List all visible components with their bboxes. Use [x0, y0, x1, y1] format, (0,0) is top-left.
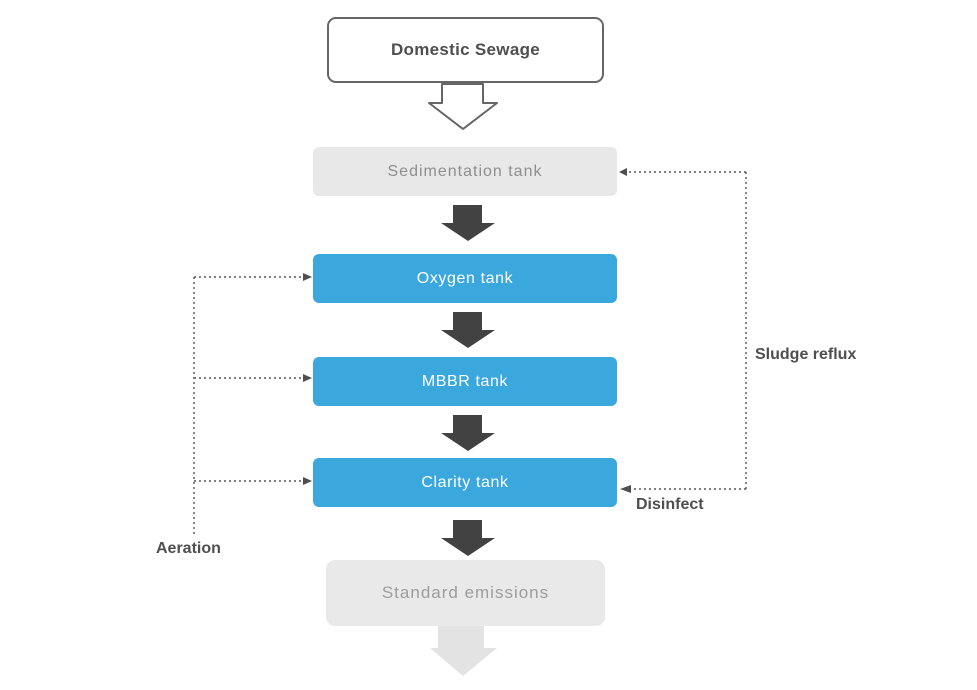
- hollow-down-arrow-icon: [428, 83, 498, 130]
- node-standard-emissions: Standard emissions: [326, 560, 605, 626]
- node-oxygen-tank: Oxygen tank: [313, 254, 617, 303]
- output-down-arrow-icon: [430, 626, 497, 676]
- node-standard-emissions-label: Standard emissions: [381, 583, 550, 602]
- arrowhead-into-oxygen: [303, 273, 312, 281]
- node-clarity-tank-label: Clarity tank: [421, 473, 509, 491]
- node-mbbr-tank: MBBR tank: [313, 357, 617, 406]
- down-arrow-icon-2: [441, 312, 495, 348]
- arrowhead-into-mbbr: [303, 374, 312, 382]
- sludge-reflux-label: Sludge reflux: [755, 346, 857, 363]
- down-arrow-icon-1: [441, 205, 495, 241]
- node-mbbr-tank-label: MBBR tank: [421, 372, 509, 390]
- arrowhead-into-sedimentation: [619, 168, 627, 176]
- down-arrow-icon-3: [441, 415, 495, 451]
- aeration-label: Aeration: [156, 540, 221, 557]
- arrowhead-into-clarity-right: [620, 485, 631, 493]
- node-clarity-tank: Clarity tank: [313, 458, 617, 507]
- node-domestic-sewage: Domestic Sewage: [327, 17, 604, 83]
- node-domestic-sewage-label: Domestic Sewage: [390, 40, 541, 59]
- down-arrow-icon-4: [441, 520, 495, 556]
- node-sedimentation-tank: Sedimentation tank: [313, 147, 617, 196]
- disinfect-label: Disinfect: [636, 496, 704, 513]
- node-oxygen-tank-label: Oxygen tank: [416, 269, 514, 287]
- node-sedimentation-tank-label: Sedimentation tank: [387, 162, 543, 180]
- arrowhead-into-clarity-left: [303, 477, 312, 485]
